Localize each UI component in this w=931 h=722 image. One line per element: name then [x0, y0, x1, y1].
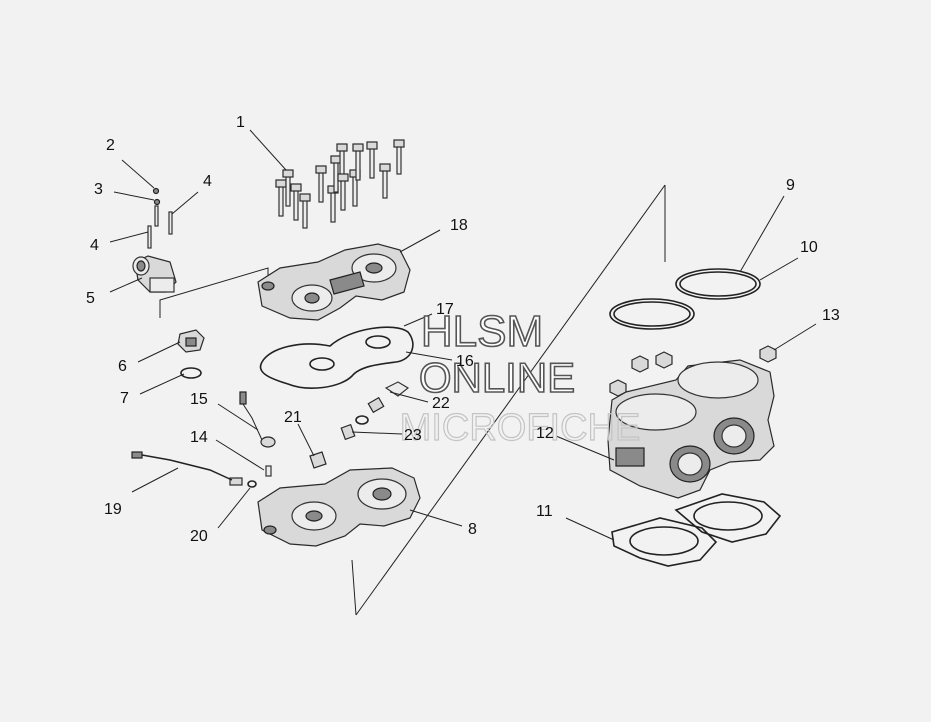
cylinder-head-bolts: [275, 139, 405, 229]
callout-19: 19: [104, 501, 122, 518]
upper-head-cover: [257, 243, 411, 321]
callout-1: 1: [236, 114, 245, 131]
cylinder-base-gasket: [611, 493, 782, 567]
callout-6: 6: [118, 358, 127, 375]
callout-5: 5: [86, 290, 95, 307]
cylinder-block: [607, 359, 775, 499]
sensor-and-fittings: [229, 391, 327, 488]
callout-14: 14: [190, 429, 208, 446]
callout-17: 17: [436, 301, 454, 318]
head-gasket: [259, 326, 414, 389]
guide-lines: [159, 184, 666, 616]
callout-13: 13: [822, 307, 840, 324]
lower-head-cover: [257, 467, 421, 547]
callout-7: 7: [120, 390, 129, 407]
callout-23: 23: [404, 427, 422, 444]
thermostat: [177, 329, 205, 379]
callout-labels: 1 2 3 4 4 5 6 7 8 9 10 11 12 13 14 15 16…: [86, 114, 840, 545]
leader-lines: [109, 129, 817, 541]
callout-2: 2: [106, 137, 115, 154]
callout-8: 8: [468, 521, 477, 538]
watermark-line-2: ONLINE: [419, 354, 575, 401]
callout-16: 16: [456, 353, 474, 370]
watermark: HLSM ONLINE MICROFICHE: [399, 306, 641, 449]
callout-15: 15: [190, 391, 208, 408]
callout-11: 11: [536, 503, 553, 520]
callout-9: 9: [786, 177, 795, 194]
water-fitting: [340, 381, 410, 441]
cylinder-nuts: [609, 345, 777, 397]
callout-12: 12: [536, 425, 554, 442]
cylinder-head-o-rings: [609, 268, 761, 330]
callout-3: 3: [94, 181, 103, 198]
callout-20: 20: [190, 528, 208, 545]
callout-4-lower: 4: [90, 237, 99, 254]
wire-harness: [131, 451, 233, 481]
callout-4-upper: 4: [203, 173, 212, 190]
callout-21: 21: [284, 409, 302, 426]
callout-22: 22: [432, 395, 450, 412]
watermark-line-3: MICROFICHE: [400, 407, 641, 449]
callout-18: 18: [450, 217, 468, 234]
thermostat-housing-group: [132, 187, 177, 293]
callout-10: 10: [800, 239, 818, 256]
